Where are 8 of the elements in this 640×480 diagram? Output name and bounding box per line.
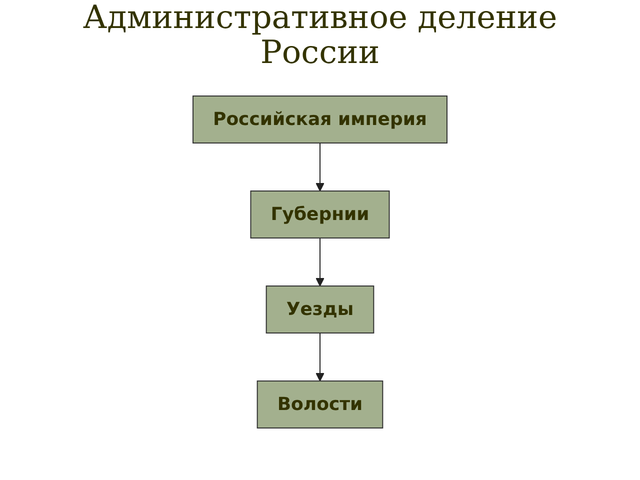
node-box: Уезды — [266, 286, 374, 334]
node-box: Российская империя — [192, 96, 448, 144]
arrow — [316, 332, 324, 382]
arrow — [316, 238, 324, 287]
node-box: Губернии — [250, 190, 390, 239]
node-box: Волости — [256, 380, 384, 429]
arrow — [316, 142, 324, 192]
diagram-title: Административное деление России — [82, 0, 558, 70]
